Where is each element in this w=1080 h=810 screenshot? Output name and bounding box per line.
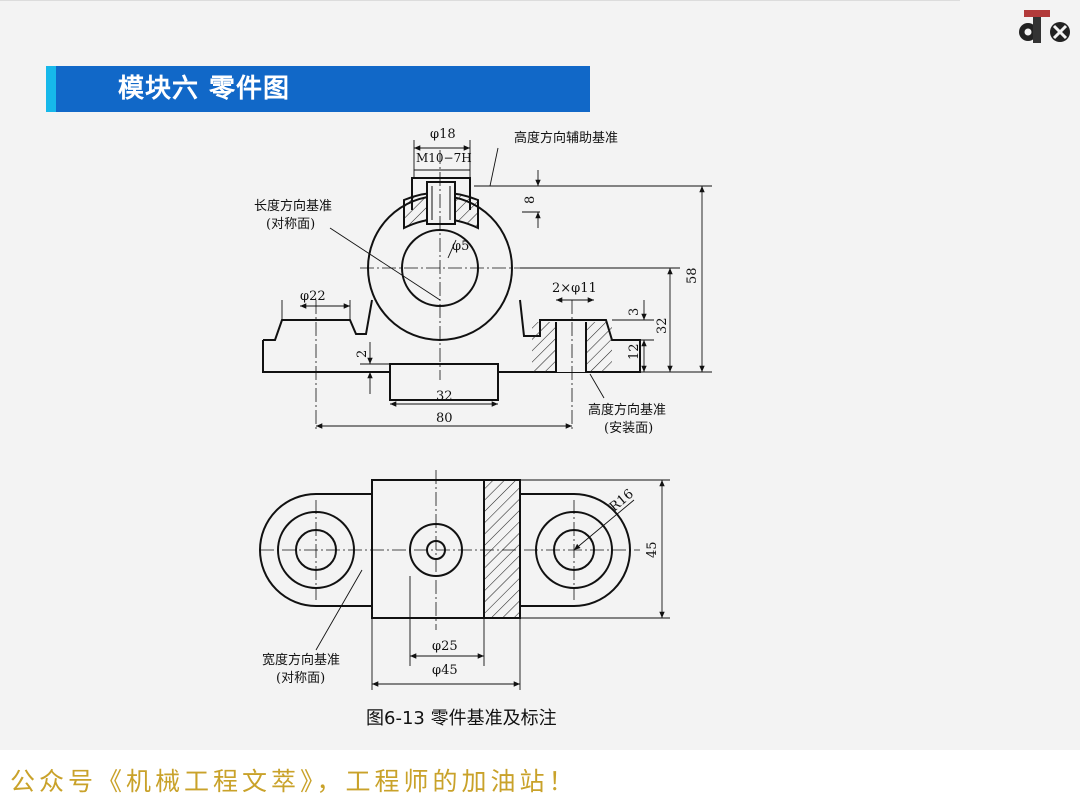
dim-12: 12 bbox=[627, 343, 642, 360]
length-datum-note: 长度方向基准 bbox=[254, 198, 332, 214]
slide: 模块六 零件图 bbox=[0, 0, 1070, 729]
height-aux-datum-note: 高度方向辅助基准 bbox=[514, 130, 618, 146]
dim-phi18: φ18 bbox=[430, 127, 456, 142]
base-bottom-recess bbox=[389, 364, 499, 401]
top-dimensions bbox=[315, 479, 670, 690]
dim-r16: R16 bbox=[607, 487, 637, 515]
height-datum-note: 高度方向基准 bbox=[588, 402, 666, 418]
gear-logo-icon bbox=[1019, 10, 1070, 43]
dim-phi25: φ25 bbox=[432, 639, 458, 654]
dim-2xphi11: 2×φ11 bbox=[552, 281, 597, 296]
top-view bbox=[259, 470, 640, 630]
top-divider bbox=[0, 0, 960, 1]
width-datum-note: 宽度方向基准 bbox=[262, 652, 340, 668]
footer-text: 公众号《机械工程文萃》，工程师的加油站！ bbox=[10, 767, 578, 796]
front-dim-labels: φ18 M10−7H 高度方向辅助基准 长度方向基准 (对称面) 8 φ5 58… bbox=[254, 127, 700, 436]
dim-phi5: φ5 bbox=[452, 239, 469, 254]
dim-58: 58 bbox=[685, 267, 700, 284]
dim-8: 8 bbox=[523, 196, 538, 204]
dim-thread: M10−7H bbox=[416, 151, 472, 165]
dim-32: 32 bbox=[436, 389, 453, 404]
dim-32-vertical: 32 bbox=[655, 317, 670, 334]
footer-bar: 公众号《机械工程文萃》，工程师的加油站！ bbox=[0, 750, 1080, 810]
height-datum-sub: (安装面) bbox=[604, 421, 653, 436]
technical-drawing: φ18 M10−7H 高度方向辅助基准 长度方向基准 (对称面) 8 φ5 58… bbox=[254, 127, 712, 690]
page-title: 模块六 零件图 bbox=[118, 74, 291, 104]
length-datum-sub: (对称面) bbox=[266, 217, 315, 232]
thread-hole bbox=[426, 181, 456, 225]
figure-caption: 图6-13 零件基准及标注 bbox=[366, 708, 557, 729]
top-section-hatch bbox=[483, 479, 521, 619]
dim-80: 80 bbox=[436, 411, 453, 426]
width-datum-sub: (对称面) bbox=[276, 671, 325, 686]
top-boss bbox=[411, 177, 471, 210]
title-bar: 模块六 零件图 bbox=[46, 66, 590, 112]
dim-3: 3 bbox=[627, 308, 642, 316]
top-dim-labels: R16 45 φ25 φ45 宽度方向基准 (对称面) bbox=[262, 487, 660, 686]
dim-phi45: φ45 bbox=[432, 663, 458, 678]
front-view bbox=[262, 150, 641, 430]
dim-45-vertical: 45 bbox=[645, 541, 660, 558]
dim-phi22: φ22 bbox=[300, 289, 326, 304]
front-dimensions bbox=[281, 140, 712, 429]
dim-2: 2 bbox=[355, 350, 370, 358]
